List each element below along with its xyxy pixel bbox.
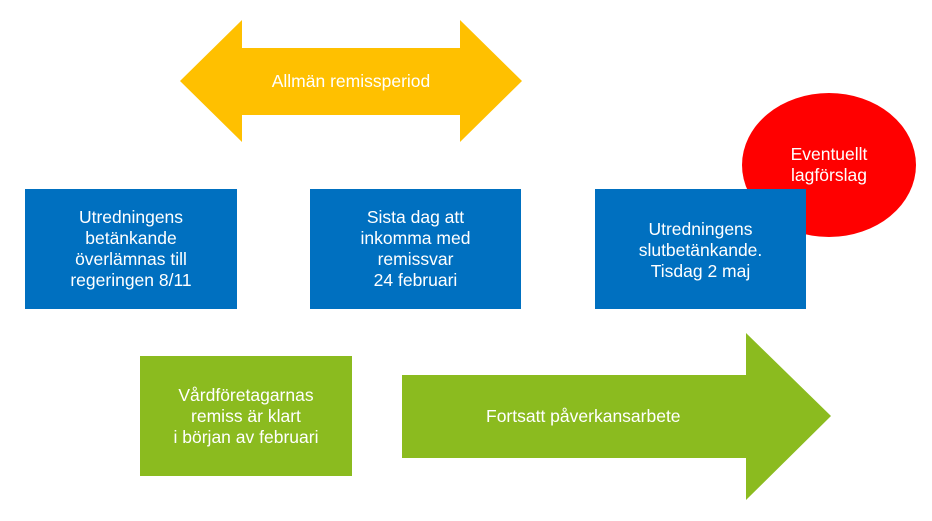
arrow-paverkansarbete [402, 333, 831, 500]
paverkansarbete-label: Fortsatt påverkansarbete [486, 405, 681, 426]
betankande-box: Utredningens betänkande överlämnas till … [25, 189, 237, 309]
slutbetankande-box: Utredningens slutbetänkande. Tisdag 2 ma… [595, 189, 806, 309]
vardforetagarnas-remiss-box: Vårdföretagarnas remiss är klart i börja… [140, 356, 352, 476]
lagforslag-label: Eventuellt lagförslag [790, 144, 868, 185]
remissvar-deadline-box: Sista dag att inkomma med remissvar 24 f… [310, 189, 521, 309]
remissperiod-label: Allmän remissperiod [271, 70, 431, 91]
double-arrow-remissperiod [180, 20, 522, 142]
